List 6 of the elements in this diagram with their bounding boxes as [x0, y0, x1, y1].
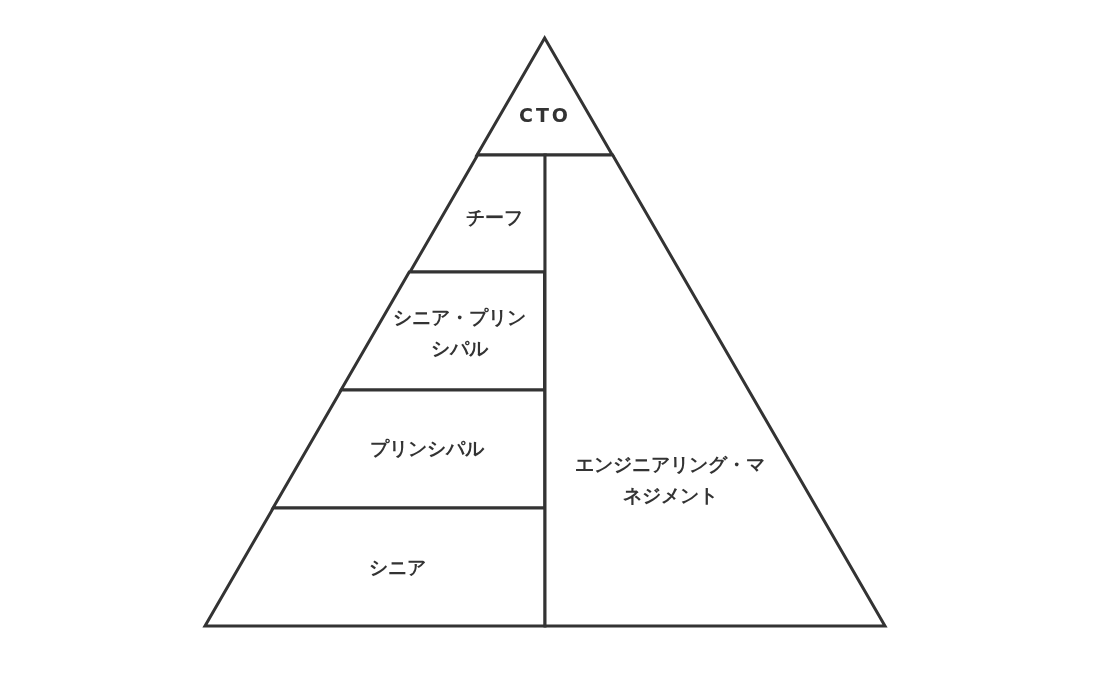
level-label: CTO [517, 103, 572, 129]
level-label: シニア・プリンシパル [392, 304, 528, 361]
level-label: プリンシパル [369, 436, 485, 462]
level-label: チーフ [465, 205, 525, 231]
level-label: エンジニアリング・マネジメント [574, 451, 766, 508]
level-label: シニア [367, 555, 427, 581]
